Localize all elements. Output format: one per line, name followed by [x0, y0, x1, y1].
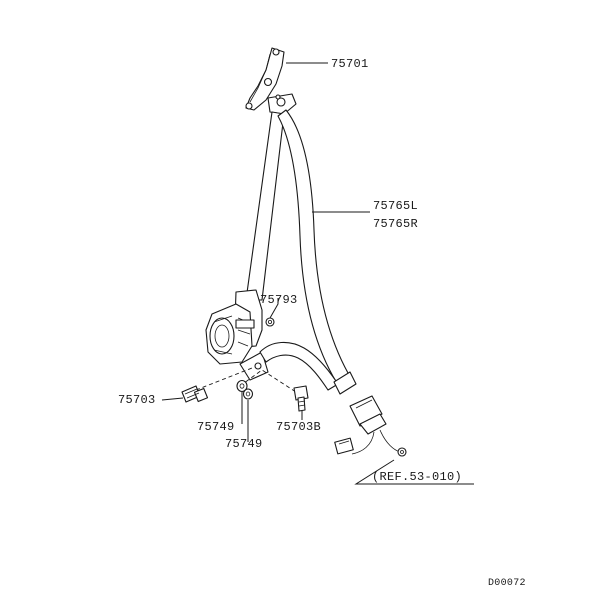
- webbing-lower-loop: [259, 341, 339, 391]
- upper-anchor-bracket: [245, 47, 285, 111]
- leader-75703: [161, 397, 184, 401]
- label-75765R: 75765R: [373, 217, 418, 231]
- figure-code: D00072: [488, 578, 526, 589]
- label-75703B: 75703B: [276, 420, 321, 434]
- washer-75749-b: [242, 388, 254, 400]
- buckle-tongue: [349, 395, 387, 435]
- label-ref: (REF.53-010): [372, 470, 462, 484]
- clip-75793: [265, 317, 275, 327]
- leader-75793: [269, 298, 279, 319]
- harness-wire-1: [351, 431, 375, 455]
- washer-75749-a: [236, 379, 248, 393]
- harness-clip: [397, 447, 407, 457]
- leader-ref: [354, 459, 474, 485]
- label-75701: 75701: [331, 57, 369, 71]
- webbing-guide: [333, 371, 357, 395]
- shoulder-anchor: [267, 93, 297, 115]
- harness-connector: [334, 437, 354, 455]
- label-75703: 75703: [118, 393, 156, 407]
- label-75749-a: 75749: [197, 420, 235, 434]
- label-75749-b: 75749: [225, 437, 263, 451]
- label-75793: 75793: [260, 293, 298, 307]
- retractor-assembly: [205, 289, 269, 381]
- harness-wire-2: [379, 429, 401, 453]
- bolt-75703: [181, 385, 209, 403]
- dash-bolt-75703: [195, 367, 253, 391]
- bolt-75703B: [293, 385, 309, 412]
- label-75765L: 75765L: [373, 199, 418, 213]
- dash-bolt-75703B: [239, 369, 297, 393]
- webbing-upper-left: [245, 111, 285, 301]
